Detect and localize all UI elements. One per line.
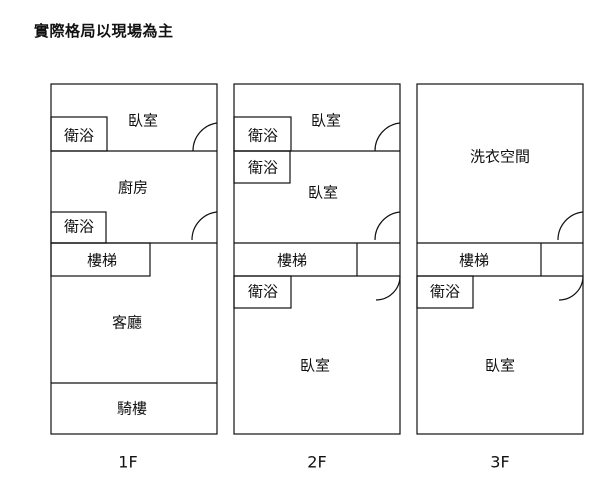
room-label-bedroom: 臥室 [308,184,338,202]
door-arc [374,122,401,152]
door-arc [375,275,401,301]
outer-wall [416,83,584,435]
door-arc [191,211,218,241]
bathroom-wall [233,275,292,309]
room-label-bathroom: 衛浴 [430,283,460,301]
bathroom-wall [416,275,474,309]
room-label-living-room: 客廳 [112,314,142,332]
floor-plan-1f: 臥室 衛浴 廚房 衛浴 樓梯 客廳 騎樓 1F [50,83,218,472]
floor-plan-2f: 臥室 衛浴 衛浴 臥室 樓梯 衛浴 臥室 2F [233,83,401,472]
room-label-bedroom: 臥室 [485,357,515,375]
door-arc [192,122,218,152]
room-label-bedroom: 臥室 [300,357,330,375]
door-arc [374,211,401,241]
room-label-bathroom: 衛浴 [64,218,94,236]
room-label-bathroom: 衛浴 [64,127,94,145]
room-label-stairs: 樓梯 [277,252,307,270]
floor-label-2f: 2F [307,453,326,472]
bathroom-wall [233,150,291,184]
room-label-stairs: 樓梯 [459,252,489,270]
stairs-wall [50,242,151,277]
room-label-bathroom: 衛浴 [248,127,278,145]
room-label-bathroom: 衛浴 [248,159,278,177]
room-label-laundry: 洗衣空間 [470,148,530,166]
door-arc [558,275,584,301]
room-label-bedroom: 臥室 [128,112,158,130]
room-label-kitchen: 廚房 [118,179,148,197]
outer-wall [233,83,401,435]
room-label-stairs: 樓梯 [87,252,117,270]
floor-plan-3f: 洗衣空間 樓梯 衛浴 臥室 3F [416,83,584,472]
floor-label-3f: 3F [490,453,509,472]
room-label-bathroom: 衛浴 [248,283,278,301]
room-label-bedroom: 臥室 [311,112,341,130]
floor-label-1f: 1F [118,453,137,472]
disclaimer-note: 實際格局以現場為主 [34,22,174,40]
room-label-arcade: 騎樓 [117,400,147,418]
door-arc [557,211,584,241]
